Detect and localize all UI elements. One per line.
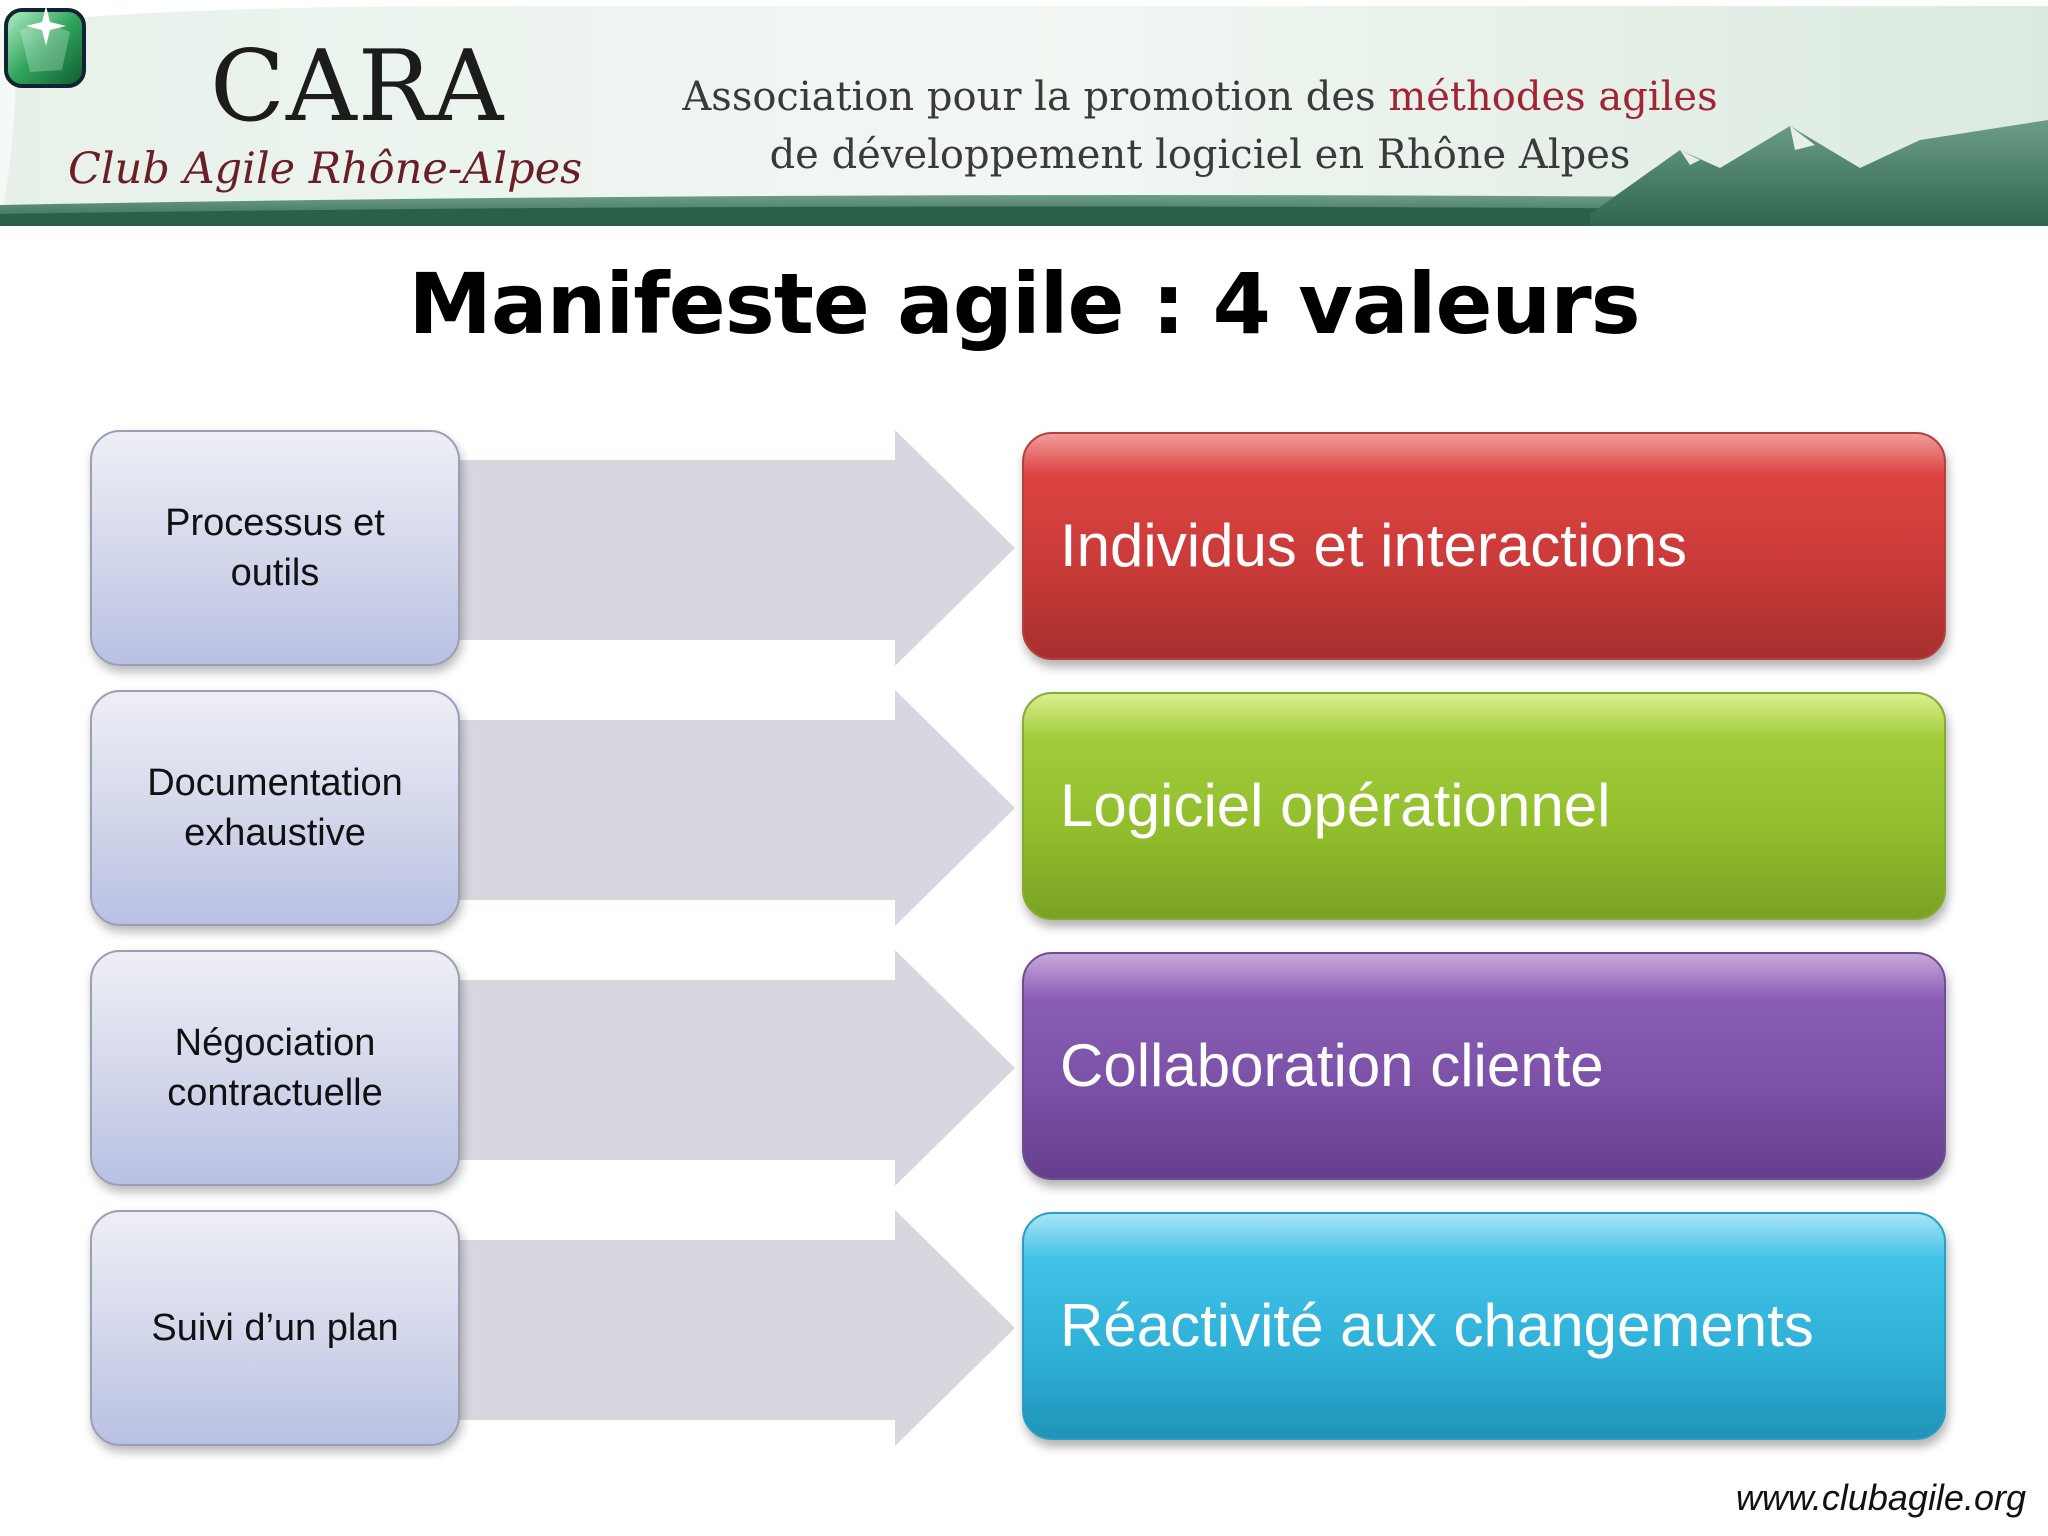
tagline-line-2: de développement logiciel en Rhône Alpes — [769, 132, 1631, 178]
page-title: Manifeste agile : 4 valeurs — [408, 255, 1640, 353]
logo-name: CARA — [210, 30, 505, 144]
left-value-box: Négociation contractuelle — [90, 950, 460, 1186]
header-banner: CARA Club Agile Rhône-Alpes Association … — [0, 0, 2048, 226]
value-row: Documentation exhaustive Logiciel opérat… — [0, 690, 2048, 930]
footer-url[interactable]: www.clubagile.org — [1735, 1477, 2026, 1518]
logo-subtitle: Club Agile Rhône-Alpes — [68, 144, 583, 194]
arrow-shape — [440, 690, 1015, 926]
arrow-shape — [440, 950, 1015, 1186]
left-value-box: Processus et outils — [90, 430, 460, 666]
left-value-box: Documentation exhaustive — [90, 690, 460, 926]
right-value-box: Individus et interactions — [1022, 432, 1946, 660]
right-value-box: Collaboration cliente — [1022, 952, 1946, 1180]
right-value-box: Logiciel opérationnel — [1022, 692, 1946, 920]
arrow-shape — [440, 1210, 1015, 1446]
left-value-box: Suivi d’un plan — [90, 1210, 460, 1446]
tagline-highlight: méthodes agiles — [1388, 74, 1718, 120]
value-row: Processus et outils Individus et interac… — [0, 430, 2048, 670]
arrow-shape — [440, 430, 1015, 666]
value-row: Suivi d’un plan Réactivité aux changemen… — [0, 1210, 2048, 1450]
tagline-prefix: Association pour la promotion des — [682, 74, 1389, 120]
banner-background — [0, 0, 2048, 226]
tagline-line-1: Association pour la promotion des méthod… — [600, 68, 1800, 126]
right-value-box: Réactivité aux changements — [1022, 1212, 1946, 1440]
cara-logo-icon — [4, 6, 86, 88]
value-row: Négociation contractuelle Collaboration … — [0, 950, 2048, 1190]
header-tagline: Association pour la promotion des méthod… — [600, 68, 1800, 184]
